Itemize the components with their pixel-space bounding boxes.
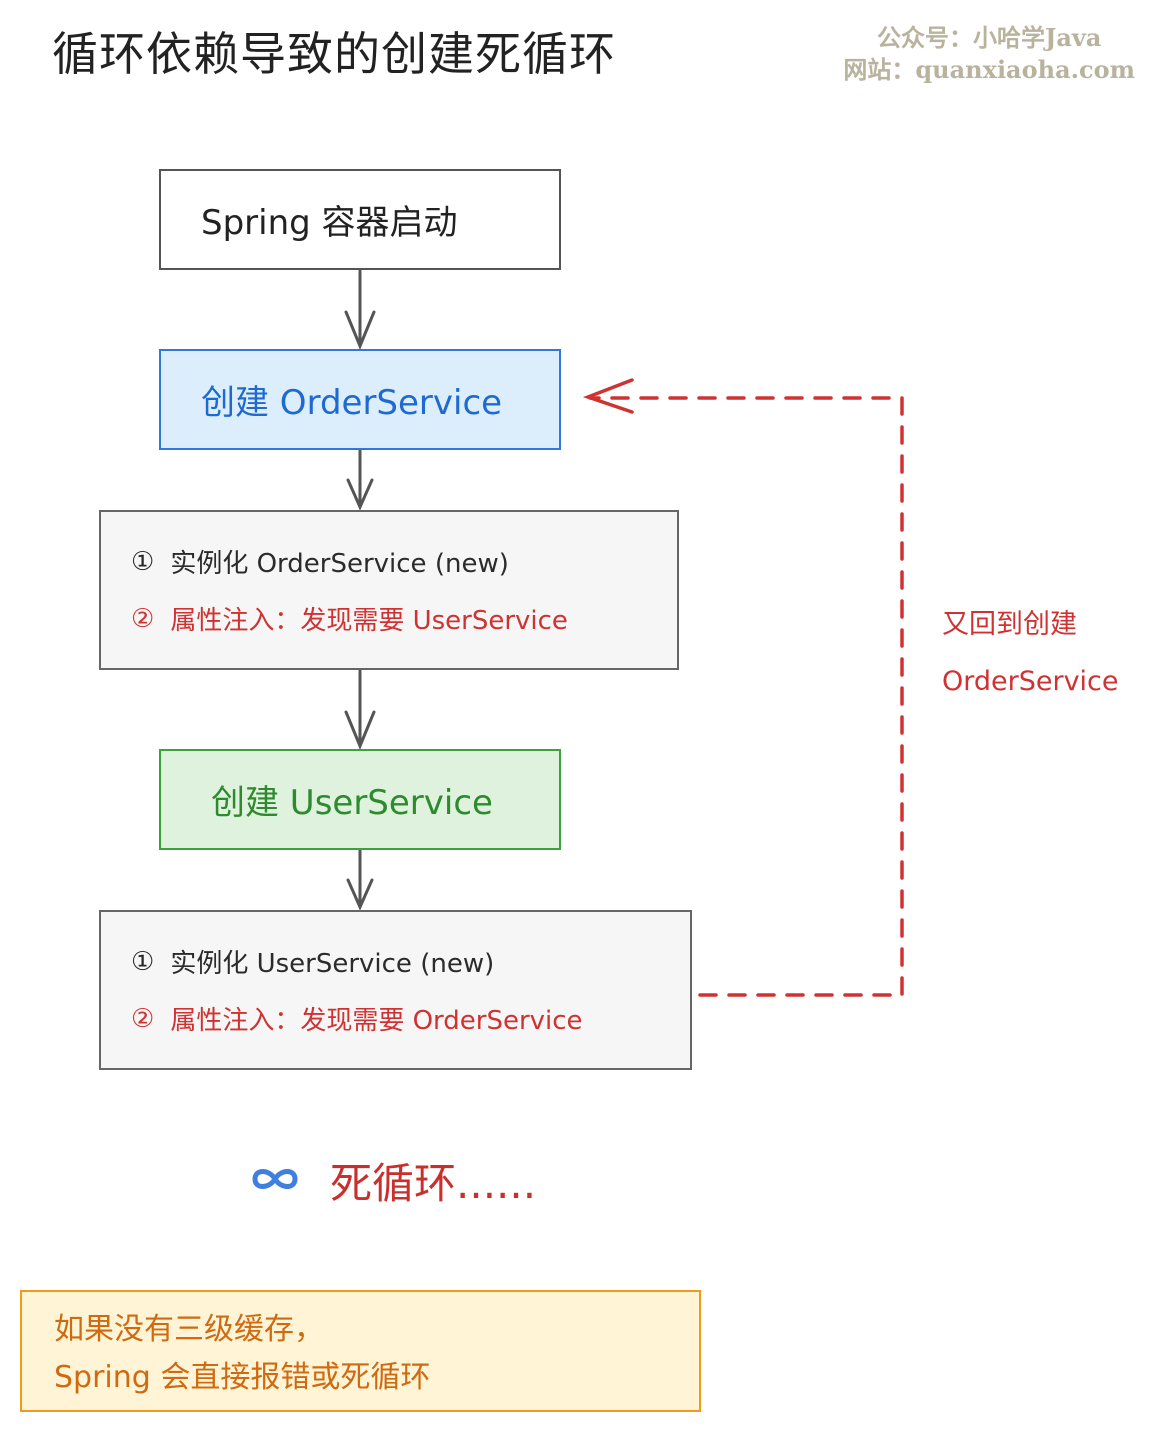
loop-back-label-line-1: 又回到创建 bbox=[942, 609, 1077, 640]
cache-note-line-2: Spring 会直接报错或死循环 bbox=[54, 1360, 431, 1395]
loop-back-label: 又回到创建 OrderService bbox=[942, 596, 1119, 710]
watermark: 公众号：小哈学Java 网站：quanxiaoha.com bbox=[843, 22, 1135, 86]
order-step-instantiate: ① 实例化 OrderService (new) bbox=[131, 543, 509, 580]
create-order-service-label: 创建 OrderService bbox=[201, 383, 503, 423]
infinite-loop-text: 死循环...... bbox=[330, 1159, 537, 1208]
step-number: ② bbox=[131, 603, 155, 634]
arrowhead-user-to-steps bbox=[346, 878, 374, 911]
order-service-steps-box: ① 实例化 OrderService (new) ② 属性注入：发现需要 Use… bbox=[99, 510, 679, 670]
infinity-icon bbox=[250, 1164, 300, 1198]
step-text: 实例化 OrderService (new) bbox=[170, 549, 509, 579]
arrowhead-order-to-steps bbox=[346, 478, 374, 511]
cache-note-line-1: 如果没有三级缓存， bbox=[54, 1312, 324, 1347]
infinite-loop-callout: 死循环...... bbox=[250, 1150, 536, 1211]
create-order-service-box: 创建 OrderService bbox=[159, 349, 561, 450]
user-step-inject: ② 属性注入：发现需要 OrderService bbox=[131, 1000, 583, 1037]
step-text: 属性注入：发现需要 OrderService bbox=[170, 1006, 583, 1036]
watermark-line-2: 网站：quanxiaoha.com bbox=[843, 55, 1135, 84]
loop-back-label-line-2: OrderService bbox=[942, 666, 1119, 697]
loop-back-arrowhead bbox=[582, 378, 634, 414]
cache-note-box: 如果没有三级缓存， Spring 会直接报错或死循环 bbox=[20, 1290, 701, 1412]
step-text: 属性注入：发现需要 UserService bbox=[170, 606, 568, 636]
spring-start-label: Spring 容器启动 bbox=[201, 203, 458, 243]
watermark-line-1: 公众号：小哈学Java bbox=[877, 23, 1102, 52]
step-text: 实例化 UserService (new) bbox=[170, 949, 495, 979]
spring-start-box: Spring 容器启动 bbox=[159, 169, 561, 270]
create-user-service-label: 创建 UserService bbox=[211, 783, 493, 823]
loop-back-dashed-arrow bbox=[588, 396, 904, 997]
user-service-steps-box: ① 实例化 UserService (new) ② 属性注入：发现需要 Orde… bbox=[99, 910, 692, 1070]
create-user-service-box: 创建 UserService bbox=[159, 749, 561, 850]
step-number: ② bbox=[131, 1003, 155, 1034]
arrowhead-steps-to-user bbox=[344, 710, 376, 750]
arrowhead-start-to-order bbox=[344, 310, 376, 350]
step-number: ① bbox=[131, 946, 155, 977]
user-step-instantiate: ① 实例化 UserService (new) bbox=[131, 943, 494, 980]
page-title: 循环依赖导致的创建死循环 bbox=[52, 27, 616, 81]
order-step-inject: ② 属性注入：发现需要 UserService bbox=[131, 600, 568, 637]
step-number: ① bbox=[131, 546, 155, 577]
